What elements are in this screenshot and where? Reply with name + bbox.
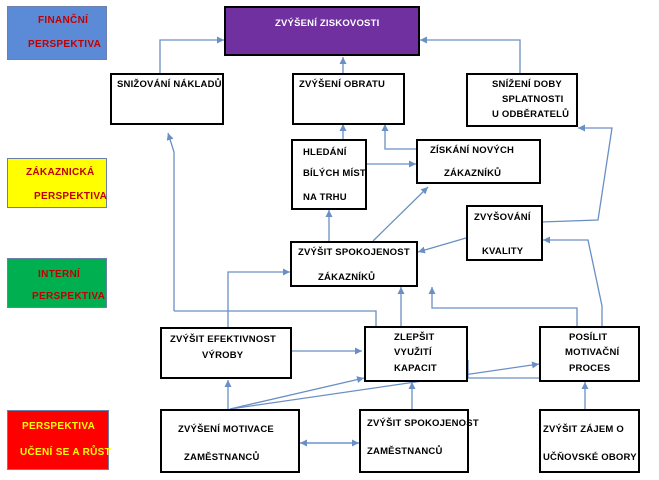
node-zajem-line2: UČŇOVSKÉ OBORY	[543, 452, 637, 463]
arrow-efektivnost-to-naklady	[166, 132, 175, 311]
node-zvysit-spokojenost-zamestnancu: ZVÝŠIT SPOKOJENOST ZAMĚSTNANCŮ	[359, 409, 479, 473]
node-kapacit-line1: ZLEPŠIT	[394, 332, 435, 343]
node-ziskani-line2: ZÁKAZNÍKŮ	[444, 168, 502, 179]
arrow-spokojenost-to-ziskani	[372, 186, 429, 242]
node-zvysit-zajem-ucnovske-obory: ZVÝŠIT ZÁJEM O UČŇOVSKÉ OBORY	[539, 409, 640, 473]
perspective-financni-line1: FINANČNÍ	[38, 15, 89, 26]
node-kvalita-line2: KVALITY	[482, 246, 524, 257]
perspective-uceni-line1: PERSPEKTIVA	[22, 421, 96, 432]
arrow-kapacit-from-proces	[467, 360, 539, 379]
node-zajem-line1: ZVÝŠIT ZÁJEM O	[543, 424, 624, 435]
arrow-kvalita-to-spokojenost	[417, 237, 467, 254]
perspective-interni-line2: PERSPEKTIVA	[32, 291, 106, 302]
node-kvalita-line1: ZVYŠOVÁNÍ	[474, 212, 531, 223]
node-snizeni-doby-splatnosti: SNÍŽENÍ DOBY SPLATNOSTI U ODBĚRATELŮ	[466, 73, 578, 127]
node-zvyseni-obratu: ZVÝŠENÍ OBRATU	[292, 73, 405, 125]
node-zlepsit-vyuziti-kapacit: ZLEPŠIT VYUŽITÍ KAPACIT	[364, 326, 468, 382]
arrow-motivace-to-proces	[229, 361, 540, 410]
arrow-motivace-to-kapacit	[229, 376, 365, 410]
perspective-interni-line1: INTERNÍ	[38, 269, 81, 280]
node-zvysovani-kvality: ZVYŠOVÁNÍ KVALITY	[466, 205, 543, 261]
node-hledani-bilych-mist: HLEDÁNÍ BÍLÝCH MÍST NA TRHU	[291, 139, 367, 210]
node-spokojenost-zam-line2: ZAMĚSTNANCŮ	[367, 446, 443, 457]
arrow-naklady-to-ziskovost	[159, 36, 224, 73]
perspective-zakaznicka-line2: PERSPEKTIVA	[34, 191, 108, 202]
node-ziskani-line1: ZÍSKÁNÍ NOVÝCH	[430, 145, 515, 156]
arrow-kvalita-to-splatnost	[540, 124, 613, 223]
perspective-financni: FINANČNÍ PERSPEKTIVA	[7, 6, 107, 60]
node-zvysit-spokojenost-zakazniku: ZVÝŠIT SPOKOJENOST ZÁKAZNÍKŮ	[290, 241, 418, 287]
perspective-financni-line2: PERSPEKTIVA	[28, 39, 102, 50]
node-spokojenost-zak-line2: ZÁKAZNÍKŮ	[318, 272, 376, 283]
node-kapacit-line2: VYUŽITÍ	[394, 347, 432, 358]
node-snizeni-doby-line1: SNÍŽENÍ DOBY	[492, 79, 562, 90]
arrow-kapacit-line	[174, 310, 377, 326]
node-proces-line1: POSÍLIT	[569, 332, 608, 343]
node-zvyseni-obratu-label: ZVÝŠENÍ OBRATU	[299, 79, 386, 90]
perspective-interni: INTERNÍ PERSPEKTIVA	[7, 258, 107, 308]
perspective-zakaznicka-line1: ZÁKAZNICKÁ	[26, 167, 95, 178]
node-ziskani-novych-zakazniku: ZÍSKÁNÍ NOVÝCH ZÁKAZNÍKŮ	[416, 139, 541, 184]
node-zvysit-efektivnost-vyroby: ZVÝŠIT EFEKTIVNOST VÝROBY	[160, 327, 292, 379]
node-kapacit-line3: KAPACIT	[394, 363, 437, 374]
node-motivace-line1: ZVÝŠENÍ MOTIVACE	[178, 424, 274, 435]
node-spokojenost-zam-line1: ZVÝŠIT SPOKOJENOST	[367, 418, 479, 429]
node-posilit-motivacni-proces: POSÍLIT MOTIVAČNÍ PROCES	[539, 326, 640, 382]
perspective-uceni: PERSPEKTIVA UČENÍ SE A RŮST	[7, 410, 111, 470]
arrow-motivace-proces-to-spokojenost	[428, 287, 578, 326]
node-hledani-line2: BÍLÝCH MÍST	[303, 168, 366, 179]
arrow-motivace-proces-to-kvalita	[543, 236, 603, 326]
node-snizeni-doby-line3: U ODBĚRATELŮ	[492, 109, 570, 120]
node-proces-line3: PROCES	[569, 363, 611, 374]
node-motivace-line2: ZAMĚSTNANCŮ	[184, 452, 260, 463]
arrow-splatnost-to-ziskovost	[420, 36, 521, 73]
node-proces-line2: MOTIVAČNÍ	[565, 347, 620, 358]
node-snizeni-doby-line2: SPLATNOSTI	[502, 94, 564, 105]
arrow-efektivnost-to-spokojenost	[227, 268, 290, 328]
node-zvyseni-motivace-zamestnancu: ZVÝŠENÍ MOTIVACE ZAMĚSTNANCŮ	[160, 409, 300, 473]
node-spokojenost-zak-line1: ZVÝŠIT SPOKOJENOST	[298, 247, 410, 258]
node-efektivnost-line1: ZVÝŠIT EFEKTIVNOST	[170, 334, 276, 345]
node-zvyseni-ziskovosti: ZVÝŠENÍ ZISKOVOSTI	[224, 6, 420, 56]
node-zvyseni-ziskovosti-label: ZVÝŠENÍ ZISKOVOSTI	[275, 18, 380, 29]
node-snizovani-nakladu: SNIŽOVÁNÍ NÁKLADŮ	[110, 73, 224, 125]
node-hledani-line1: HLEDÁNÍ	[303, 147, 347, 158]
perspective-uceni-line2: UČENÍ SE A RŮST	[20, 447, 111, 458]
perspective-zakaznicka: ZÁKAZNICKÁ PERSPEKTIVA	[7, 158, 107, 208]
arrow-ziskani-to-obrat	[381, 124, 416, 150]
node-snizovani-nakladu-label: SNIŽOVÁNÍ NÁKLADŮ	[117, 79, 222, 90]
node-efektivnost-line2: VÝROBY	[202, 350, 244, 361]
node-hledani-line3: NA TRHU	[303, 192, 347, 203]
